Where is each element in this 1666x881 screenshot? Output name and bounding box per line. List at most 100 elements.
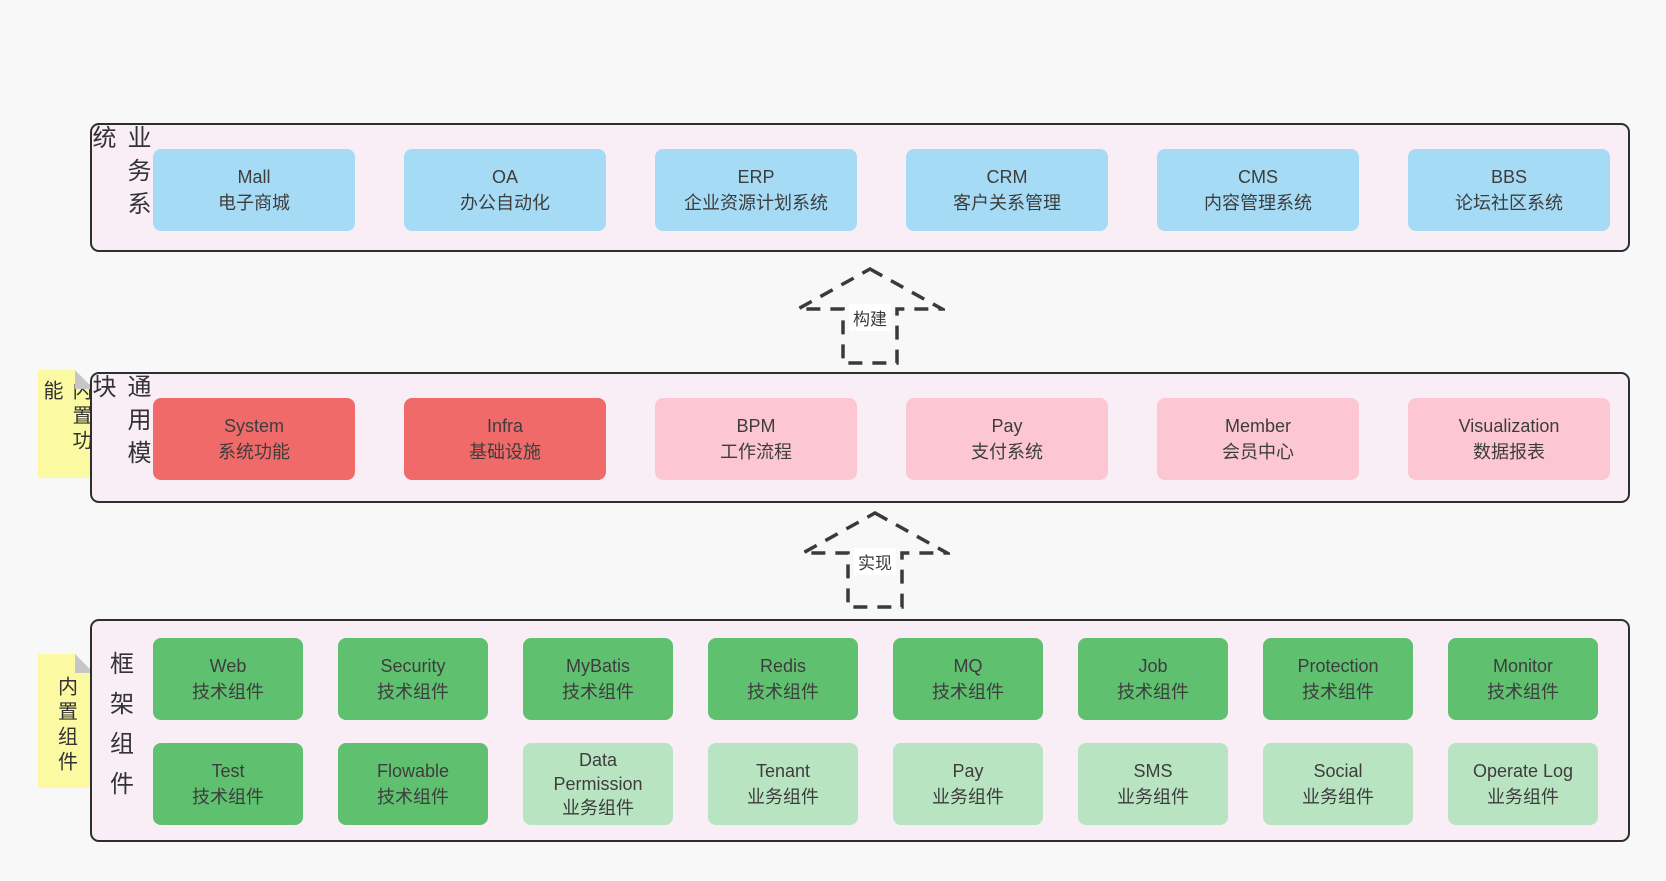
box-title: Web xyxy=(209,656,247,676)
box-title: Pay xyxy=(952,761,984,781)
box-subtitle: 办公自动化 xyxy=(460,193,550,213)
box-subtitle: 业务组件 xyxy=(747,787,819,807)
box-subtitle: 技术组件 xyxy=(1302,682,1374,702)
box-title: Visualization xyxy=(1458,416,1560,436)
business-systems-row: Mall 电子商城 OA 办公自动化 ERP 企业资源计划系统 CRM 客户关系… xyxy=(153,149,1610,231)
box-subtitle: 业务组件 xyxy=(562,798,634,818)
box-infra: Infra 基础设施 xyxy=(404,398,606,480)
implement-arrow-label: 实现 xyxy=(854,548,896,575)
box-title: Operate Log xyxy=(1472,761,1574,781)
box-monitor: Monitor 技术组件 xyxy=(1448,638,1598,720)
box-subtitle: 工作流程 xyxy=(720,442,792,462)
common-modules-section: 通用模块 System 系统功能 Infra 基础设施 BPM 工作流程 Pay… xyxy=(88,372,1630,503)
box-title: Monitor xyxy=(1492,656,1554,676)
box-title: Flowable xyxy=(376,761,450,781)
box-visualization: Visualization 数据报表 xyxy=(1408,398,1610,480)
common-modules-side-label: 通用模块 xyxy=(88,374,150,473)
box-crm: CRM 客户关系管理 xyxy=(906,149,1108,231)
box-title: Test xyxy=(211,761,245,781)
box-title: SMS xyxy=(1133,761,1173,781)
box-subtitle: 技术组件 xyxy=(747,682,819,702)
box-subtitle: 技术组件 xyxy=(1487,682,1559,702)
box-title: Member xyxy=(1224,416,1291,436)
box-data-permission: Data Permission 业务组件 xyxy=(523,743,673,825)
box-subtitle: 企业资源计划系统 xyxy=(684,193,828,213)
box-job: Job 技术组件 xyxy=(1078,638,1228,720)
box-subtitle: 系统功能 xyxy=(218,442,290,462)
box-tenant: Tenant 业务组件 xyxy=(708,743,858,825)
box-cms: CMS 内容管理系统 xyxy=(1157,149,1359,231)
box-erp: ERP 企业资源计划系统 xyxy=(655,149,857,231)
box-title: BPM xyxy=(736,416,776,436)
box-subtitle: 会员中心 xyxy=(1222,442,1294,462)
business-systems-section: 业务系统 Mall 电子商城 OA 办公自动化 ERP 企业资源计划系统 CRM… xyxy=(88,123,1630,252)
box-title: MyBatis xyxy=(565,656,630,676)
box-subtitle: 业务组件 xyxy=(1302,787,1374,807)
box-protection: Protection 技术组件 xyxy=(1263,638,1413,720)
box-title: BBS xyxy=(1490,167,1528,187)
sticky-note-label: 内置功能 xyxy=(40,380,91,455)
box-test: Test 技术组件 xyxy=(153,743,303,825)
box-title: CRM xyxy=(986,167,1028,187)
box-mall: Mall 电子商城 xyxy=(153,149,355,231)
box-pay-component: Pay 业务组件 xyxy=(893,743,1043,825)
box-title: MQ xyxy=(953,656,983,676)
box-title: Infra xyxy=(486,416,524,436)
box-subtitle: 业务组件 xyxy=(1487,787,1559,807)
box-title: System xyxy=(223,416,284,436)
box-subtitle: 技术组件 xyxy=(192,682,264,702)
box-title: ERP xyxy=(737,167,775,187)
box-subtitle: 电子商城 xyxy=(218,193,290,213)
box-subtitle: 业务组件 xyxy=(932,787,1004,807)
sticky-note-built-in-components: 内置组件 xyxy=(38,654,94,788)
box-oa: OA 办公自动化 xyxy=(404,149,606,231)
box-system: System 系统功能 xyxy=(153,398,355,480)
sticky-note-label: 内置组件 xyxy=(54,676,77,776)
box-subtitle: 技术组件 xyxy=(192,787,264,807)
box-mybatis: MyBatis 技术组件 xyxy=(523,638,673,720)
framework-components-side-label: 框架组件 xyxy=(105,650,133,811)
box-operate-log: Operate Log 业务组件 xyxy=(1448,743,1598,825)
box-title: CMS xyxy=(1238,167,1278,187)
box-title: Security xyxy=(380,656,446,676)
box-title: Mall xyxy=(237,167,271,187)
box-security: Security 技术组件 xyxy=(338,638,488,720)
box-title: Tenant xyxy=(755,761,811,781)
box-flowable: Flowable 技术组件 xyxy=(338,743,488,825)
box-subtitle: 业务组件 xyxy=(1117,787,1189,807)
box-title: Job xyxy=(1138,656,1168,676)
box-subtitle: 基础设施 xyxy=(469,442,541,462)
box-pay-module: Pay 支付系统 xyxy=(906,398,1108,480)
common-modules-row: System 系统功能 Infra 基础设施 BPM 工作流程 Pay 支付系统… xyxy=(153,398,1610,480)
box-web: Web 技术组件 xyxy=(153,638,303,720)
box-subtitle: 技术组件 xyxy=(932,682,1004,702)
box-redis: Redis 技术组件 xyxy=(708,638,858,720)
box-title: Redis xyxy=(759,656,807,676)
box-title: Social xyxy=(1313,761,1363,781)
box-subtitle: 技术组件 xyxy=(377,682,449,702)
box-title: Data Permission xyxy=(553,750,643,794)
box-social: Social 业务组件 xyxy=(1263,743,1413,825)
box-mq: MQ 技术组件 xyxy=(893,638,1043,720)
box-subtitle: 论坛社区系统 xyxy=(1455,193,1563,213)
box-title: Pay xyxy=(991,416,1023,436)
box-subtitle: 内容管理系统 xyxy=(1204,193,1312,213)
box-subtitle: 技术组件 xyxy=(1117,682,1189,702)
box-subtitle: 数据报表 xyxy=(1473,442,1545,462)
box-bpm: BPM 工作流程 xyxy=(655,398,857,480)
biz-components-row: Test 技术组件 Flowable 技术组件 Data Permission … xyxy=(153,743,1598,825)
sticky-note-built-in-functions: 内置功能 xyxy=(38,370,94,478)
implement-arrow: 实现 xyxy=(800,510,950,610)
box-sms: SMS 业务组件 xyxy=(1078,743,1228,825)
box-member: Member 会员中心 xyxy=(1157,398,1359,480)
build-arrow-label: 构建 xyxy=(849,304,891,331)
box-subtitle: 技术组件 xyxy=(377,787,449,807)
build-arrow: 构建 xyxy=(795,266,945,366)
box-title: OA xyxy=(491,167,518,187)
box-bbs: BBS 论坛社区系统 xyxy=(1408,149,1610,231)
framework-components-section: 框架组件 Web 技术组件 Security 技术组件 MyBatis 技术组件… xyxy=(90,619,1630,842)
box-subtitle: 客户关系管理 xyxy=(953,193,1061,213)
box-title: Protection xyxy=(1297,656,1379,676)
tech-components-row: Web 技术组件 Security 技术组件 MyBatis 技术组件 Redi… xyxy=(153,638,1598,720)
